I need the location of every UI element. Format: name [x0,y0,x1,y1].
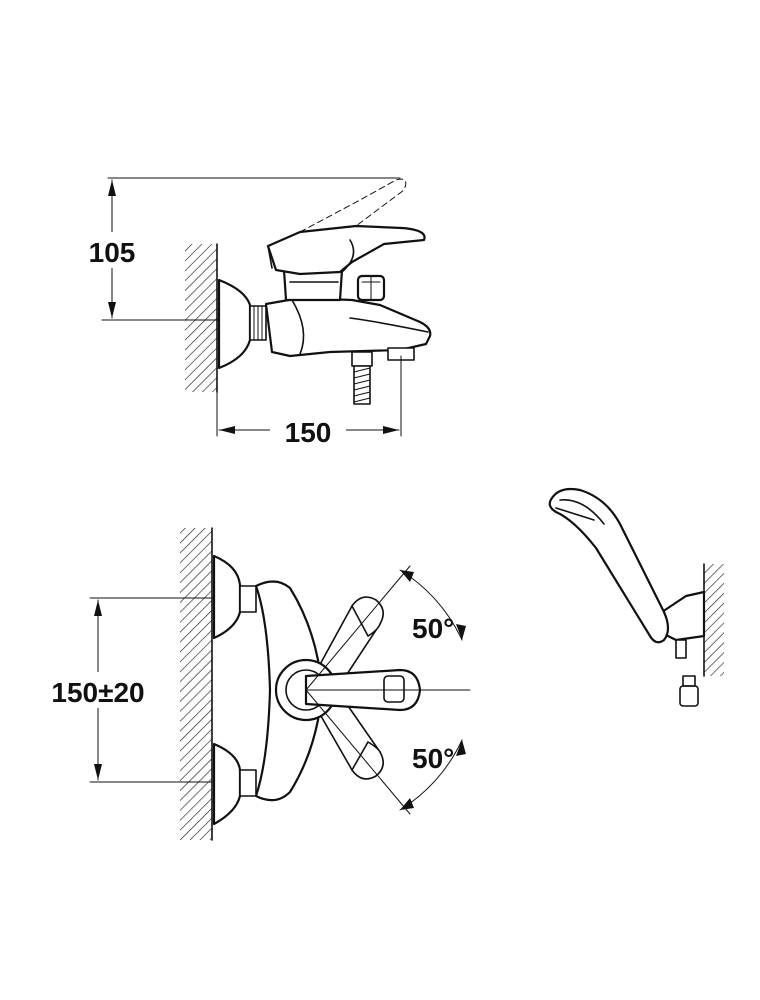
dimension-spacing: 150±20 [30,597,246,783]
wall-screw [679,675,699,707]
height-label: 105 [89,237,136,268]
angle-lower-label: 50° [412,743,454,774]
shower-handset [548,487,670,644]
cartridge-column [282,268,344,302]
dimension-height: 105 [72,177,401,321]
upper-flange [212,554,242,640]
wall-flange [217,278,252,370]
lever-handle [266,224,426,276]
angle-indicator: 50° 50° [305,565,471,815]
hand-shower-view [548,487,724,707]
shower-wall-hatch [704,564,724,676]
front-wall-hatch [180,528,212,840]
side-wall-hatch [185,244,217,392]
dimension-length: 150 [216,355,402,448]
spacing-label: 150±20 [51,677,144,708]
front-view: 150±20 50° [30,527,471,841]
angle-upper-label: 50° [412,613,454,644]
lower-flange [212,742,242,826]
hose-thread [353,365,371,405]
side-view: 105 [72,177,432,448]
length-label: 150 [285,417,332,448]
